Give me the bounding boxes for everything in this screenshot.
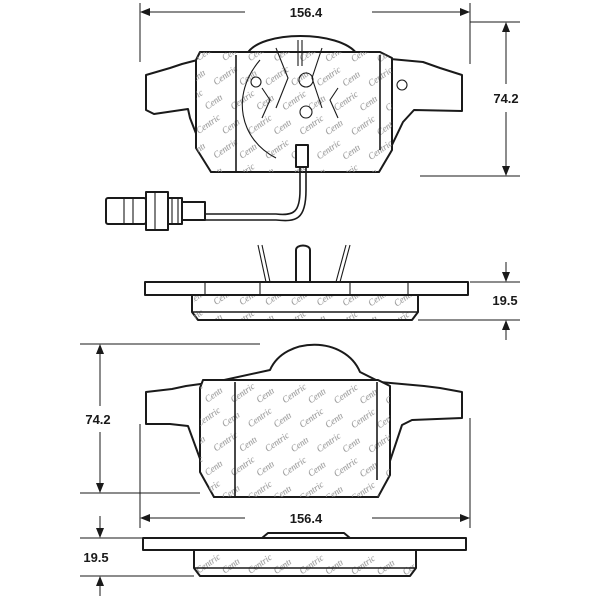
arrow-head: [96, 483, 104, 493]
top-hole-center: [298, 72, 314, 88]
top-pad-view: [145, 35, 463, 173]
top-spring-clip: [261, 40, 339, 119]
wear-sensor: [105, 144, 309, 231]
top-hole-right: [396, 79, 408, 91]
top-hole-left: [250, 76, 262, 88]
bottom-pad-view: [145, 343, 463, 498]
connector-boot: [181, 201, 206, 221]
dimension-label: 156.4: [290, 511, 323, 526]
bottom-watermark-fill: [200, 380, 390, 497]
sensor-head: [295, 144, 309, 168]
dimension-label: 74.2: [85, 412, 110, 427]
dimension-label: 19.5: [492, 293, 517, 308]
connector-body: [105, 197, 147, 225]
arrow-head: [502, 320, 510, 330]
side-watermark-fill: [194, 296, 416, 319]
bottom-thickness-dimension: 19.5: [80, 516, 194, 596]
dimension-label: 19.5: [83, 550, 108, 565]
wear-sensor-connector-icon: [105, 191, 206, 231]
bottom-width-dimension: 156.4: [139, 418, 471, 528]
top-height-dimension: 74.2: [420, 21, 520, 177]
dimension-label: 156.4: [290, 5, 323, 20]
bottom-side-backing-plate: [142, 537, 467, 551]
connector-flange: [145, 191, 169, 231]
arrow-head: [96, 344, 104, 354]
arrow-head: [502, 22, 510, 32]
arrow-head: [140, 514, 150, 522]
arrow-head: [460, 8, 470, 16]
top-spring-clip-arc: [241, 59, 277, 159]
top-width-dimension: 156.4: [139, 3, 471, 64]
arrow-head: [96, 576, 104, 586]
arrow-head: [140, 8, 150, 16]
dimension-label: 74.2: [493, 91, 518, 106]
connector-neck: [167, 197, 183, 225]
side-spring-clip: [257, 244, 351, 283]
top-hole-lower: [299, 105, 313, 119]
arrow-head: [502, 272, 510, 282]
arrow-head: [96, 528, 104, 538]
side-backing-plate: [144, 281, 469, 296]
top-thickness-dimension: 19.5: [418, 262, 520, 340]
bottom-side-view: [142, 532, 467, 577]
top-watermark-fill: [196, 52, 392, 172]
top-side-view: [144, 244, 469, 321]
bottom-side-watermark-fill: [196, 551, 414, 575]
sensor-wire: [205, 167, 307, 222]
arrow-head: [460, 514, 470, 522]
arrow-head: [502, 166, 510, 176]
side-clip-tab: [295, 244, 311, 283]
